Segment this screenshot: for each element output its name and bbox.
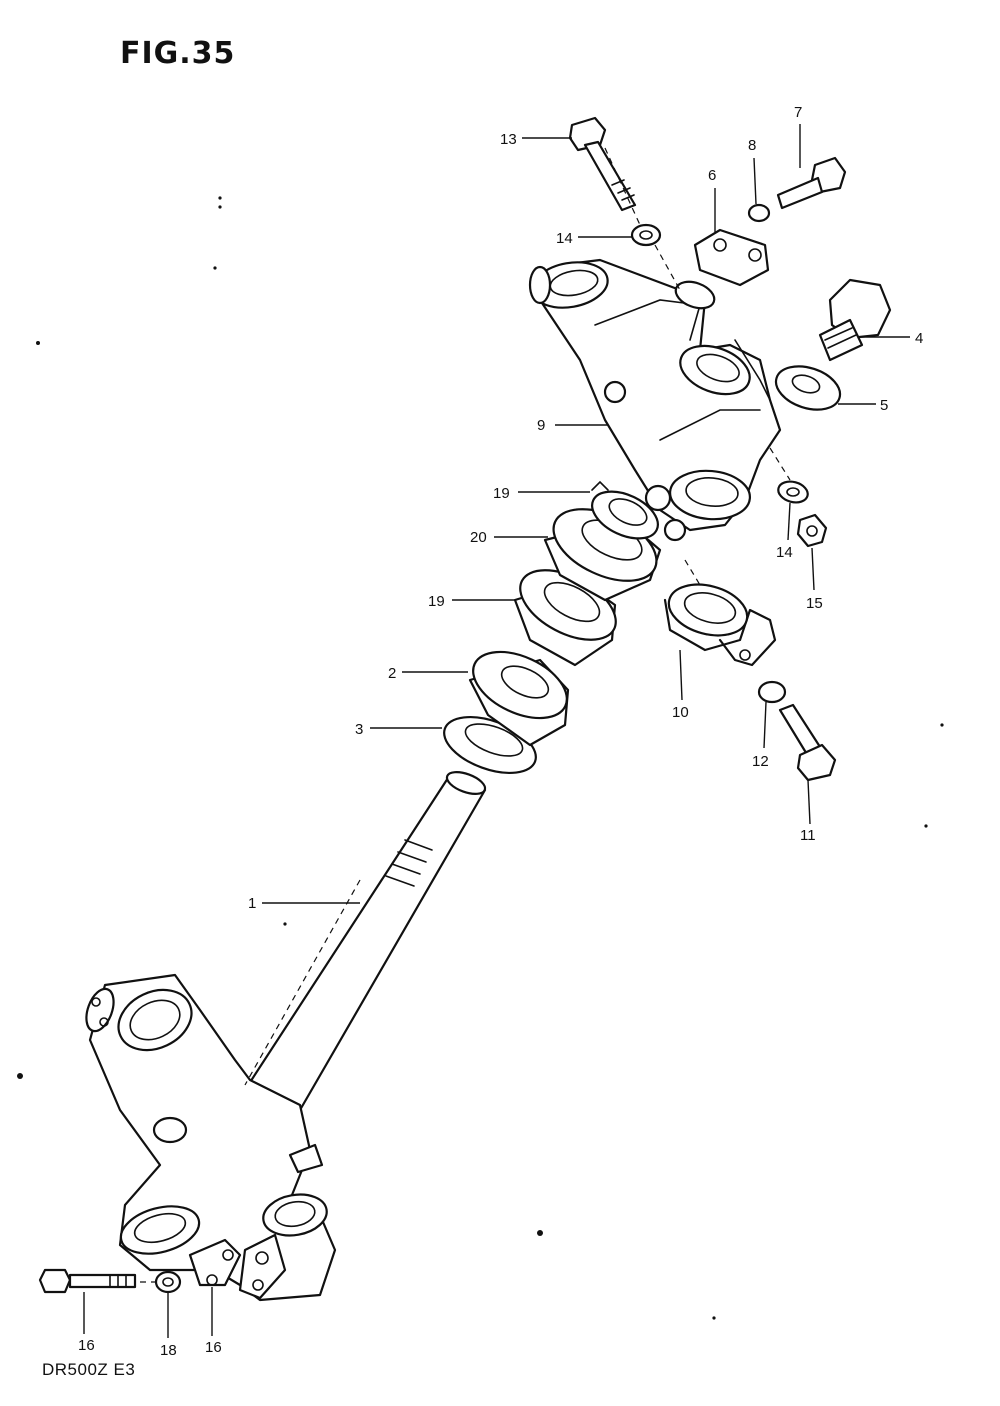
svg-text:15: 15 bbox=[806, 595, 823, 612]
callout-6: 6 bbox=[708, 167, 716, 232]
svg-text:1: 1 bbox=[248, 895, 256, 912]
callout-9: 9 bbox=[537, 417, 608, 434]
bolt-4 bbox=[818, 278, 892, 362]
callout-19: 19 bbox=[493, 485, 590, 502]
svg-text:3: 3 bbox=[355, 721, 363, 738]
assembly-line bbox=[604, 147, 641, 226]
handlebar-clamp-6 bbox=[674, 228, 770, 310]
callout-3: 3 bbox=[355, 721, 442, 738]
svg-text:13: 13 bbox=[500, 131, 517, 148]
washer-5 bbox=[774, 365, 842, 411]
callout-21: 20 bbox=[470, 529, 548, 546]
callout-8: 8 bbox=[748, 137, 757, 205]
svg-text:5: 5 bbox=[880, 397, 888, 414]
washer-14-upper bbox=[630, 223, 662, 247]
model-code: DR500Z E3 bbox=[42, 1360, 136, 1379]
callout-15: 15 bbox=[806, 547, 823, 612]
washer-14-lower bbox=[777, 480, 809, 504]
svg-text:10: 10 bbox=[672, 704, 689, 721]
svg-text:20: 20 bbox=[470, 529, 487, 546]
callout-18: 18 bbox=[160, 1293, 177, 1359]
stem-nut-19 bbox=[591, 480, 659, 540]
callout-11: 11 bbox=[800, 779, 816, 844]
svg-text:16: 16 bbox=[205, 1339, 222, 1356]
svg-text:12: 12 bbox=[752, 753, 769, 770]
svg-text:19: 19 bbox=[493, 485, 510, 502]
callout-17: 16 bbox=[78, 1292, 95, 1354]
svg-text:14: 14 bbox=[776, 544, 793, 561]
callout-20: 19 bbox=[428, 593, 515, 610]
upper-bracket-9 bbox=[528, 258, 782, 542]
svg-text:8: 8 bbox=[748, 137, 756, 154]
callout-7: 7 bbox=[794, 104, 802, 168]
lock-washer-8 bbox=[747, 203, 771, 223]
callout-14b: 14 bbox=[776, 502, 793, 561]
svg-text:16: 16 bbox=[78, 1337, 95, 1354]
svg-text:6: 6 bbox=[708, 167, 716, 184]
holder-10 bbox=[663, 583, 777, 667]
bearing-2 bbox=[468, 650, 570, 747]
svg-text:2: 2 bbox=[388, 665, 396, 682]
bolt-11 bbox=[778, 703, 837, 782]
svg-text:7: 7 bbox=[794, 104, 802, 121]
callout-1: 1 bbox=[248, 895, 360, 912]
svg-text:18: 18 bbox=[160, 1342, 177, 1359]
svg-text:11: 11 bbox=[800, 827, 816, 844]
bolt-17 bbox=[38, 1268, 137, 1294]
bolt-13 bbox=[568, 116, 637, 212]
bolt-7 bbox=[776, 156, 847, 210]
callout-4: 4 bbox=[858, 330, 923, 347]
svg-text:9: 9 bbox=[537, 417, 545, 434]
svg-text:19: 19 bbox=[428, 593, 445, 610]
svg-text:14: 14 bbox=[556, 230, 573, 247]
callout-16: 16 bbox=[205, 1287, 222, 1356]
callout-13: 13 bbox=[500, 131, 572, 148]
nut-15 bbox=[796, 513, 828, 548]
washer-18 bbox=[154, 1270, 182, 1294]
callout-5: 5 bbox=[838, 397, 888, 414]
callout-12: 12 bbox=[752, 701, 769, 770]
callout-14a: 14 bbox=[556, 230, 632, 247]
figure-title: FIG.35 bbox=[120, 36, 236, 71]
callout-2: 2 bbox=[388, 665, 468, 682]
washer-12 bbox=[757, 680, 787, 704]
steering-stem-lower-bracket bbox=[85, 771, 487, 1302]
callout-10: 10 bbox=[672, 649, 689, 721]
svg-text:4: 4 bbox=[915, 330, 923, 347]
